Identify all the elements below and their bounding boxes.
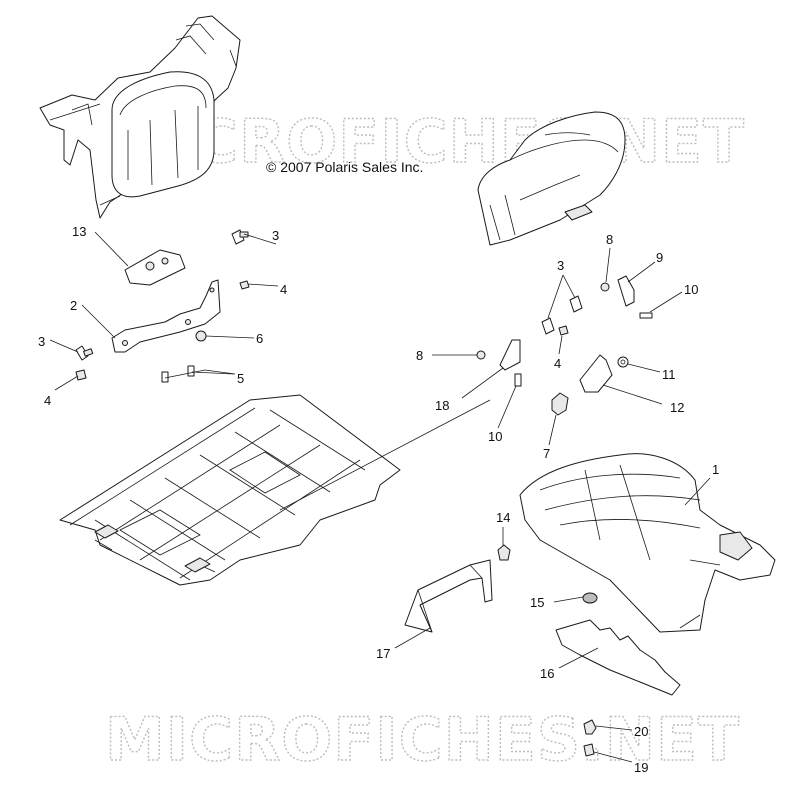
callout-2: 2: [70, 298, 77, 313]
callout-15: 15: [530, 595, 544, 610]
part-8-nut-upper: [600, 282, 610, 292]
part-4-nut-upper: [239, 280, 250, 290]
part-7-latch: [551, 392, 569, 416]
callout-6: 6: [256, 331, 263, 346]
callout-19: 19: [634, 760, 648, 775]
part-3-screw-upper: [231, 229, 249, 245]
part-8-nut-center: [476, 350, 486, 360]
callout-4-right: 4: [554, 356, 561, 371]
part-4-nut-left: [75, 369, 87, 381]
part-18-bracket: [499, 339, 521, 371]
callout-18: 18: [435, 398, 449, 413]
callout-7: 7: [543, 446, 550, 461]
callout-16: 16: [540, 666, 554, 681]
part-6-nut: [195, 330, 207, 342]
part-4-nut-right: [558, 325, 569, 336]
callout-5: 5: [237, 371, 244, 386]
leader-lines: [49, 231, 711, 763]
part-11-washer: [617, 356, 629, 368]
part-2-bracket: [111, 279, 221, 353]
callout-10-center: 10: [488, 429, 502, 444]
callout-13: 13: [72, 224, 86, 239]
part-19-clip: [583, 743, 595, 757]
callout-20: 20: [634, 724, 648, 739]
copyright-text: © 2007 Polaris Sales Inc.: [266, 159, 423, 175]
watermark-bottom: MICROFICHES.NET: [105, 705, 740, 775]
callout-4-left: 4: [44, 393, 51, 408]
part-5-bolts: [161, 365, 195, 383]
callout-3-left: 3: [38, 334, 45, 349]
chassis-frame: [59, 394, 401, 586]
part-3-screws-right: [541, 295, 583, 335]
part-20-clip: [583, 719, 597, 735]
watermark-top: MICROFICHES.NET: [110, 107, 745, 177]
part-15-grommet: [582, 592, 598, 604]
callout-11: 11: [662, 367, 676, 382]
seat-base-shell: [477, 111, 626, 246]
part-9-bracket: [617, 275, 635, 307]
callout-8-center: 8: [416, 348, 423, 363]
callout-8-upper: 8: [606, 232, 613, 247]
seat-back-assembly: [39, 15, 241, 219]
part-3-screw-left: [75, 345, 94, 361]
part-10-bolt-right: [639, 312, 653, 319]
part-14-fastener: [497, 544, 511, 561]
callout-10-right: 10: [684, 282, 698, 297]
callout-14: 14: [496, 510, 510, 525]
callout-3-right: 3: [557, 258, 564, 273]
part-10-bolt-center: [514, 373, 522, 387]
part-17-mount: [404, 559, 493, 633]
part-12-bracket: [579, 354, 613, 393]
callout-12: 12: [670, 400, 684, 415]
callout-9: 9: [656, 250, 663, 265]
part-16-pad: [555, 619, 681, 696]
part-13-latch: [124, 249, 186, 286]
callout-1: 1: [712, 462, 719, 477]
callout-17: 17: [376, 646, 390, 661]
callout-4-upper: 4: [280, 282, 287, 297]
part-1-seat: [519, 453, 776, 633]
callout-3-upper: 3: [272, 228, 279, 243]
